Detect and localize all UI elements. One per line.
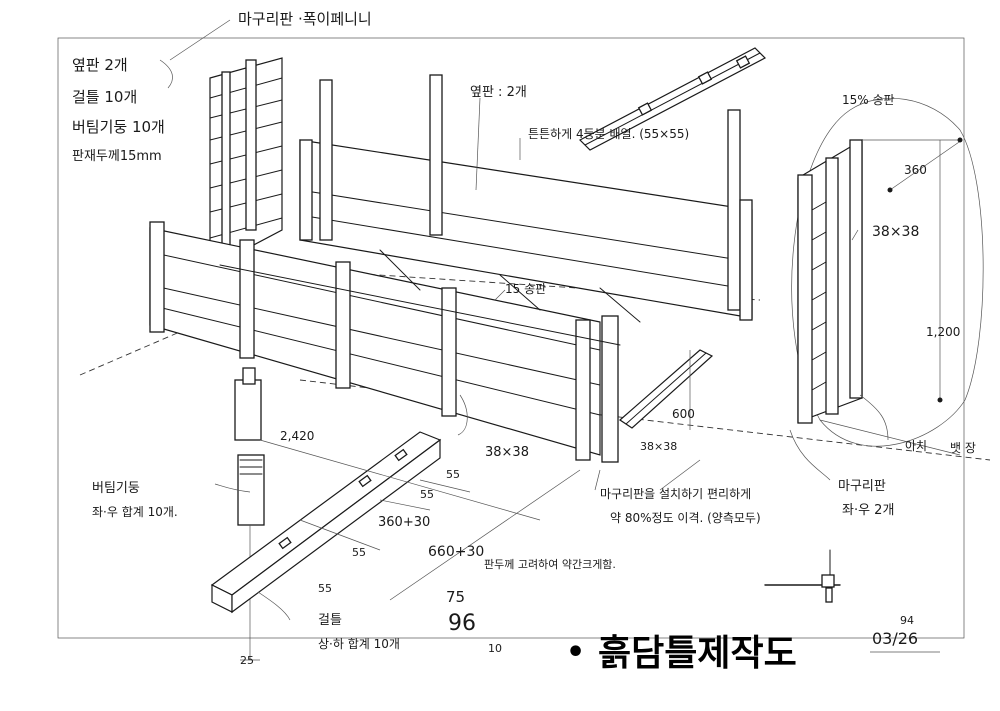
frame-rail-detail [210,431,581,661]
hand-10: 10 [488,642,502,655]
hand-75: 75 [446,588,465,606]
dim-360-30: 360+30 [378,515,430,530]
materials-frames: 걸틀 10개 [72,88,137,106]
back-wall [299,74,753,321]
materials-posts: 버팀기둥 10개 [72,118,165,136]
dim-360: 360 [904,163,927,177]
dimension-labels: 2,420 360 1,200 600 55 55 55 55 25 360+3… [240,163,960,667]
materials-side-boards: 옆판 2개 [72,56,128,74]
title-block: • 흙담틀제작도 94 03/26 [566,614,940,674]
board-15-right: 15% 송판 [842,93,895,107]
front-wall [149,221,619,463]
page-border [57,37,965,639]
dim-55-a: 55 [446,468,460,481]
dim-25: 25 [240,654,254,667]
left-side-board [209,57,283,269]
frame-count: 상·하 합계 10개 [318,637,400,651]
end-board-label: 마구리판 [838,479,886,494]
materials-thickness: 판재두께15mm [72,149,162,164]
leaders [159,19,889,621]
dim-600: 600 [672,407,695,421]
dim-1200: 1,200 [926,325,960,339]
rail-note: 튼튼하게 4등분 배열. (55×55) [528,127,689,141]
end-board-count: 좌·우 2개 [842,503,894,518]
hand-96: 96 [448,611,476,636]
floor-boards [219,249,714,429]
title-bullet: • [566,635,585,670]
post-size-right: 38×38 [872,224,919,240]
support-post-detail [234,367,265,660]
frame-label: 걸틀 [318,613,342,628]
side-board-label: 옆판 : 2개 [470,85,527,100]
annotations: 마구리판 ·폭이페니니 옆판 2개 걸틀 10개 버팀기둥 10개 판재두께15… [72,10,976,651]
end-board-install-1: 마구리판을 설치하기 편리하게 [600,487,751,501]
drawing-title: 흙담틀제작도 [598,633,797,674]
dim-2420: 2,420 [280,429,314,443]
arrow-label: 아치 [905,439,927,453]
dim-55-b: 55 [420,488,434,501]
width-note: 판두께 고려하여 약간크게함. [484,557,616,571]
board-15-floor: 15 송판 [505,282,546,296]
date-top: 94 [900,614,914,627]
small-joint-detail [764,549,841,603]
support-post-label: 버팀기둥 [92,481,140,496]
right-end-board [797,137,963,424]
top-rail [578,47,767,151]
post-size-front: 38×38 [485,445,529,460]
date-bottom: 03/26 [872,629,918,648]
post-size-corner: 38×38 [640,440,677,453]
dim-660-30: 660+30 [428,544,484,560]
arrow-label-b: 뱃 장 [950,441,976,455]
support-post-count: 좌·우 합계 10개. [92,505,178,519]
end-board-install-2: 약 80%정도 이격. (양측모두) [610,510,761,525]
dim-55-d: 55 [318,582,332,595]
top-note: 마구리판 ·폭이페니니 [238,10,372,28]
dim-55-c: 55 [352,546,366,559]
